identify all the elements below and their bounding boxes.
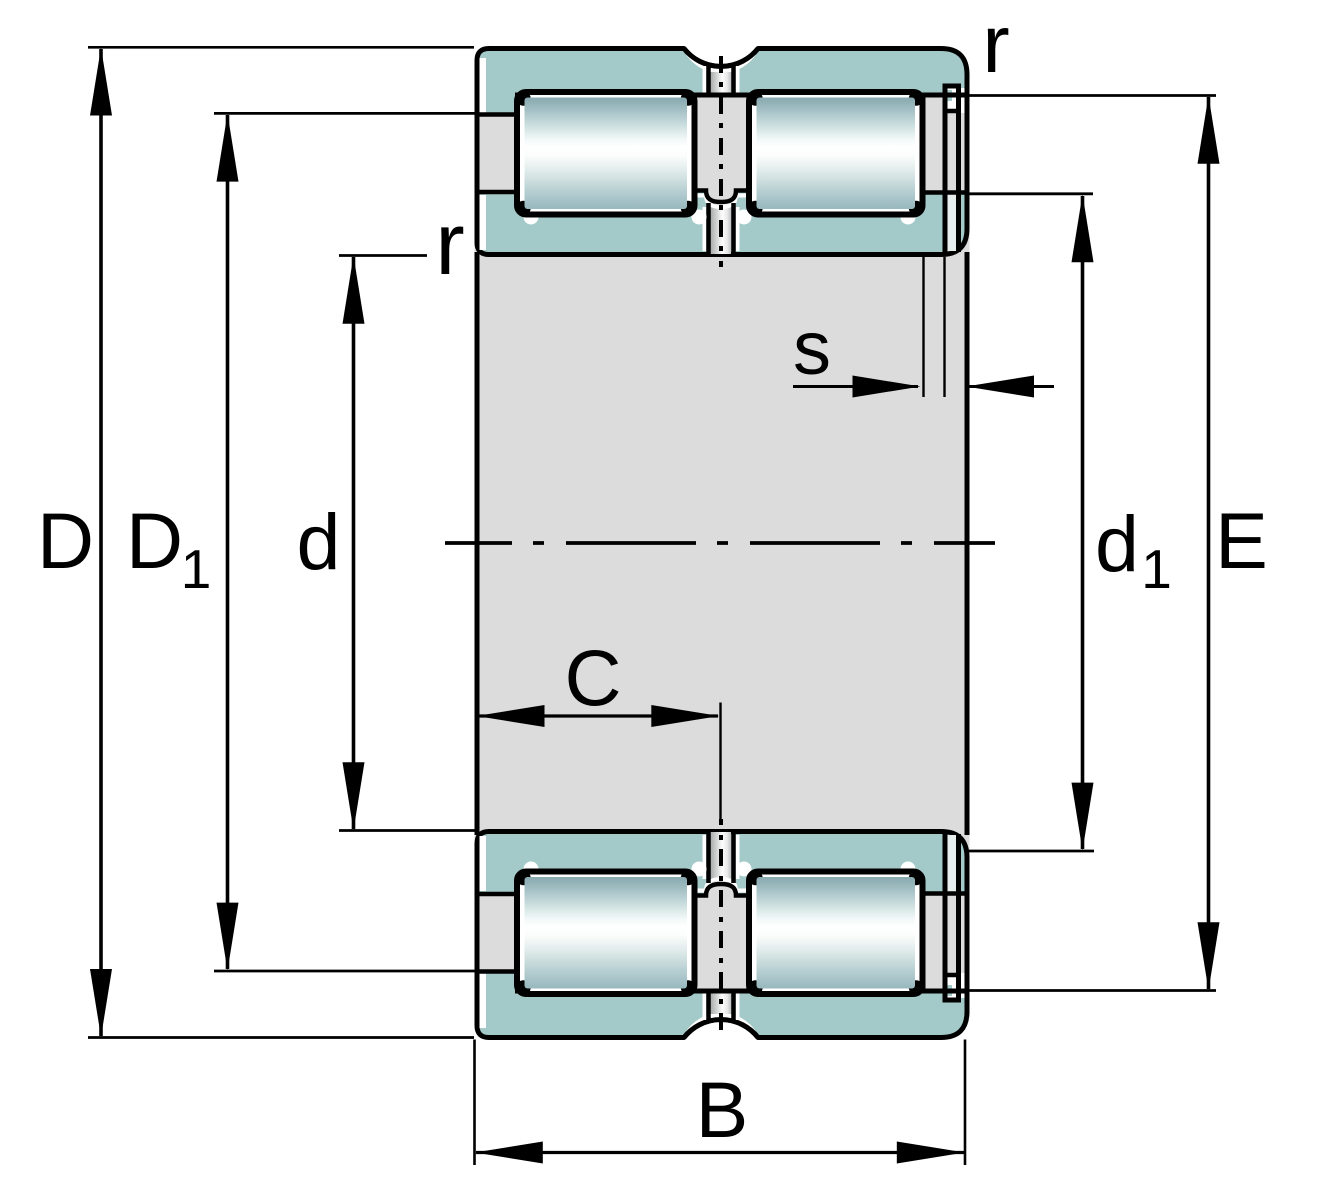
svg-text:1: 1 — [181, 538, 212, 600]
svg-text:D: D — [37, 496, 94, 585]
svg-text:C: C — [564, 633, 621, 722]
svg-text:d: d — [1095, 499, 1139, 588]
svg-text:d: d — [297, 497, 341, 586]
svg-text:B: B — [696, 1065, 749, 1154]
svg-text:E: E — [1215, 496, 1268, 585]
svg-text:s: s — [793, 306, 831, 391]
svg-text:1: 1 — [1141, 538, 1172, 600]
svg-text:D: D — [126, 496, 183, 585]
svg-text:r: r — [435, 194, 464, 293]
svg-text:r: r — [982, 0, 1009, 90]
